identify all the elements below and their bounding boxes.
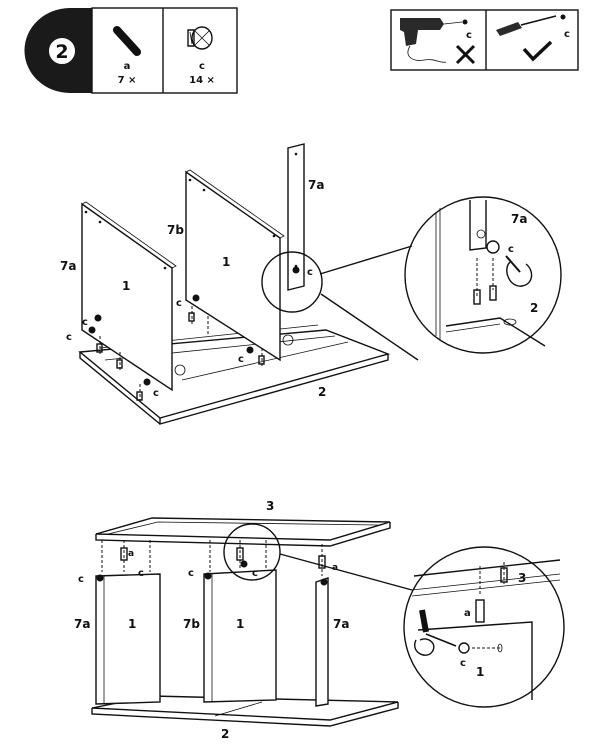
top-board-3 [95,517,391,541]
label-c-5: c [238,354,244,365]
label-1-left: 1 [122,279,130,293]
label-c-f3: c [188,568,194,579]
label-7a-frame-right: 7a [333,617,349,631]
panel-1-middle [185,170,281,362]
label-c-f4: c [252,568,258,579]
cam-lock-icon [187,26,213,50]
dowel-icon [113,26,141,56]
label-c-detail: c [508,244,514,255]
label-a-detail: a [464,608,471,619]
label-c-detail-2: c [460,658,466,669]
top-dowel-markers [101,540,326,576]
parts-box: a 7 × c 14 × [91,7,238,94]
label-1-frame-left: 1 [128,617,136,631]
label-1-middle: 1 [222,255,230,269]
label-7a-detail: 7a [511,212,527,226]
panel-7a-left [81,202,173,392]
part-c-count: 14 × [189,75,215,86]
part-a-count: 7 × [118,75,137,86]
rotate-arrow-icon [505,255,533,287]
label-c-f2: c [138,568,144,579]
top-cam-markers [96,560,328,586]
label-3-detail: 3 [518,571,526,585]
label-c-2: c [82,317,88,328]
detail-marker-2 [223,523,281,581]
screwdriver-icon [496,14,566,36]
step-number: 2 [55,41,68,63]
drill-part-label: c [466,30,472,41]
label-7a-left: 7a [60,259,76,273]
detail-marker-1 [261,251,323,313]
label-c-f1: c [78,574,84,585]
label-panel-2: 2 [318,385,326,399]
label-c-6: c [307,267,313,278]
detail-zoom-1: 7a c 2 [404,196,562,354]
label-7a-frame-left: 7a [74,617,90,631]
tool-box-frame [390,9,579,71]
panel-1-left-frame [95,573,161,705]
screwdriver-rotate-icon [414,609,457,656]
diagram-panels-on-base: 2 7a 1 7b 1 7a [60,143,419,425]
cam-lock-markers [88,266,300,386]
detail-2-circle [403,546,565,708]
not-allowed-icon [455,44,476,65]
label-a-f1: a [332,563,338,573]
label-2-detail: 2 [530,301,538,315]
check-icon [522,40,553,62]
detail-zoom-2: a c 3 1 [403,546,565,708]
panel-7a-right-frame [315,577,329,707]
screwdriver-part-label: c [564,29,570,40]
label-c-4: c [153,388,159,399]
label-a-f2: a [128,549,134,559]
panel-1-middle-frame [203,569,277,703]
parts-box-frame [91,7,238,94]
label-c-1: c [66,332,72,343]
power-drill-icon [400,18,468,63]
label-1-detail: 1 [476,665,484,679]
label-panel-2-bottom: 2 [221,727,229,741]
label-7a-right: 7a [308,178,324,192]
step-header: 2 [24,8,93,93]
detail-1-circle [404,196,562,354]
part-a-letter: a [124,61,131,72]
label-1-frame-middle: 1 [236,617,244,631]
label-panel-3: 3 [266,499,274,513]
label-c-3: c [176,298,182,309]
dowel-markers [96,306,265,402]
step-number-circle [47,36,77,66]
label-7b-frame: 7b [183,617,200,631]
label-7b: 7b [167,223,184,237]
part-c-letter: c [199,61,205,72]
diagram-top-on-frame: 3 2 1 1 7a 7b 7a [74,499,413,741]
tool-box: c c [390,9,579,71]
